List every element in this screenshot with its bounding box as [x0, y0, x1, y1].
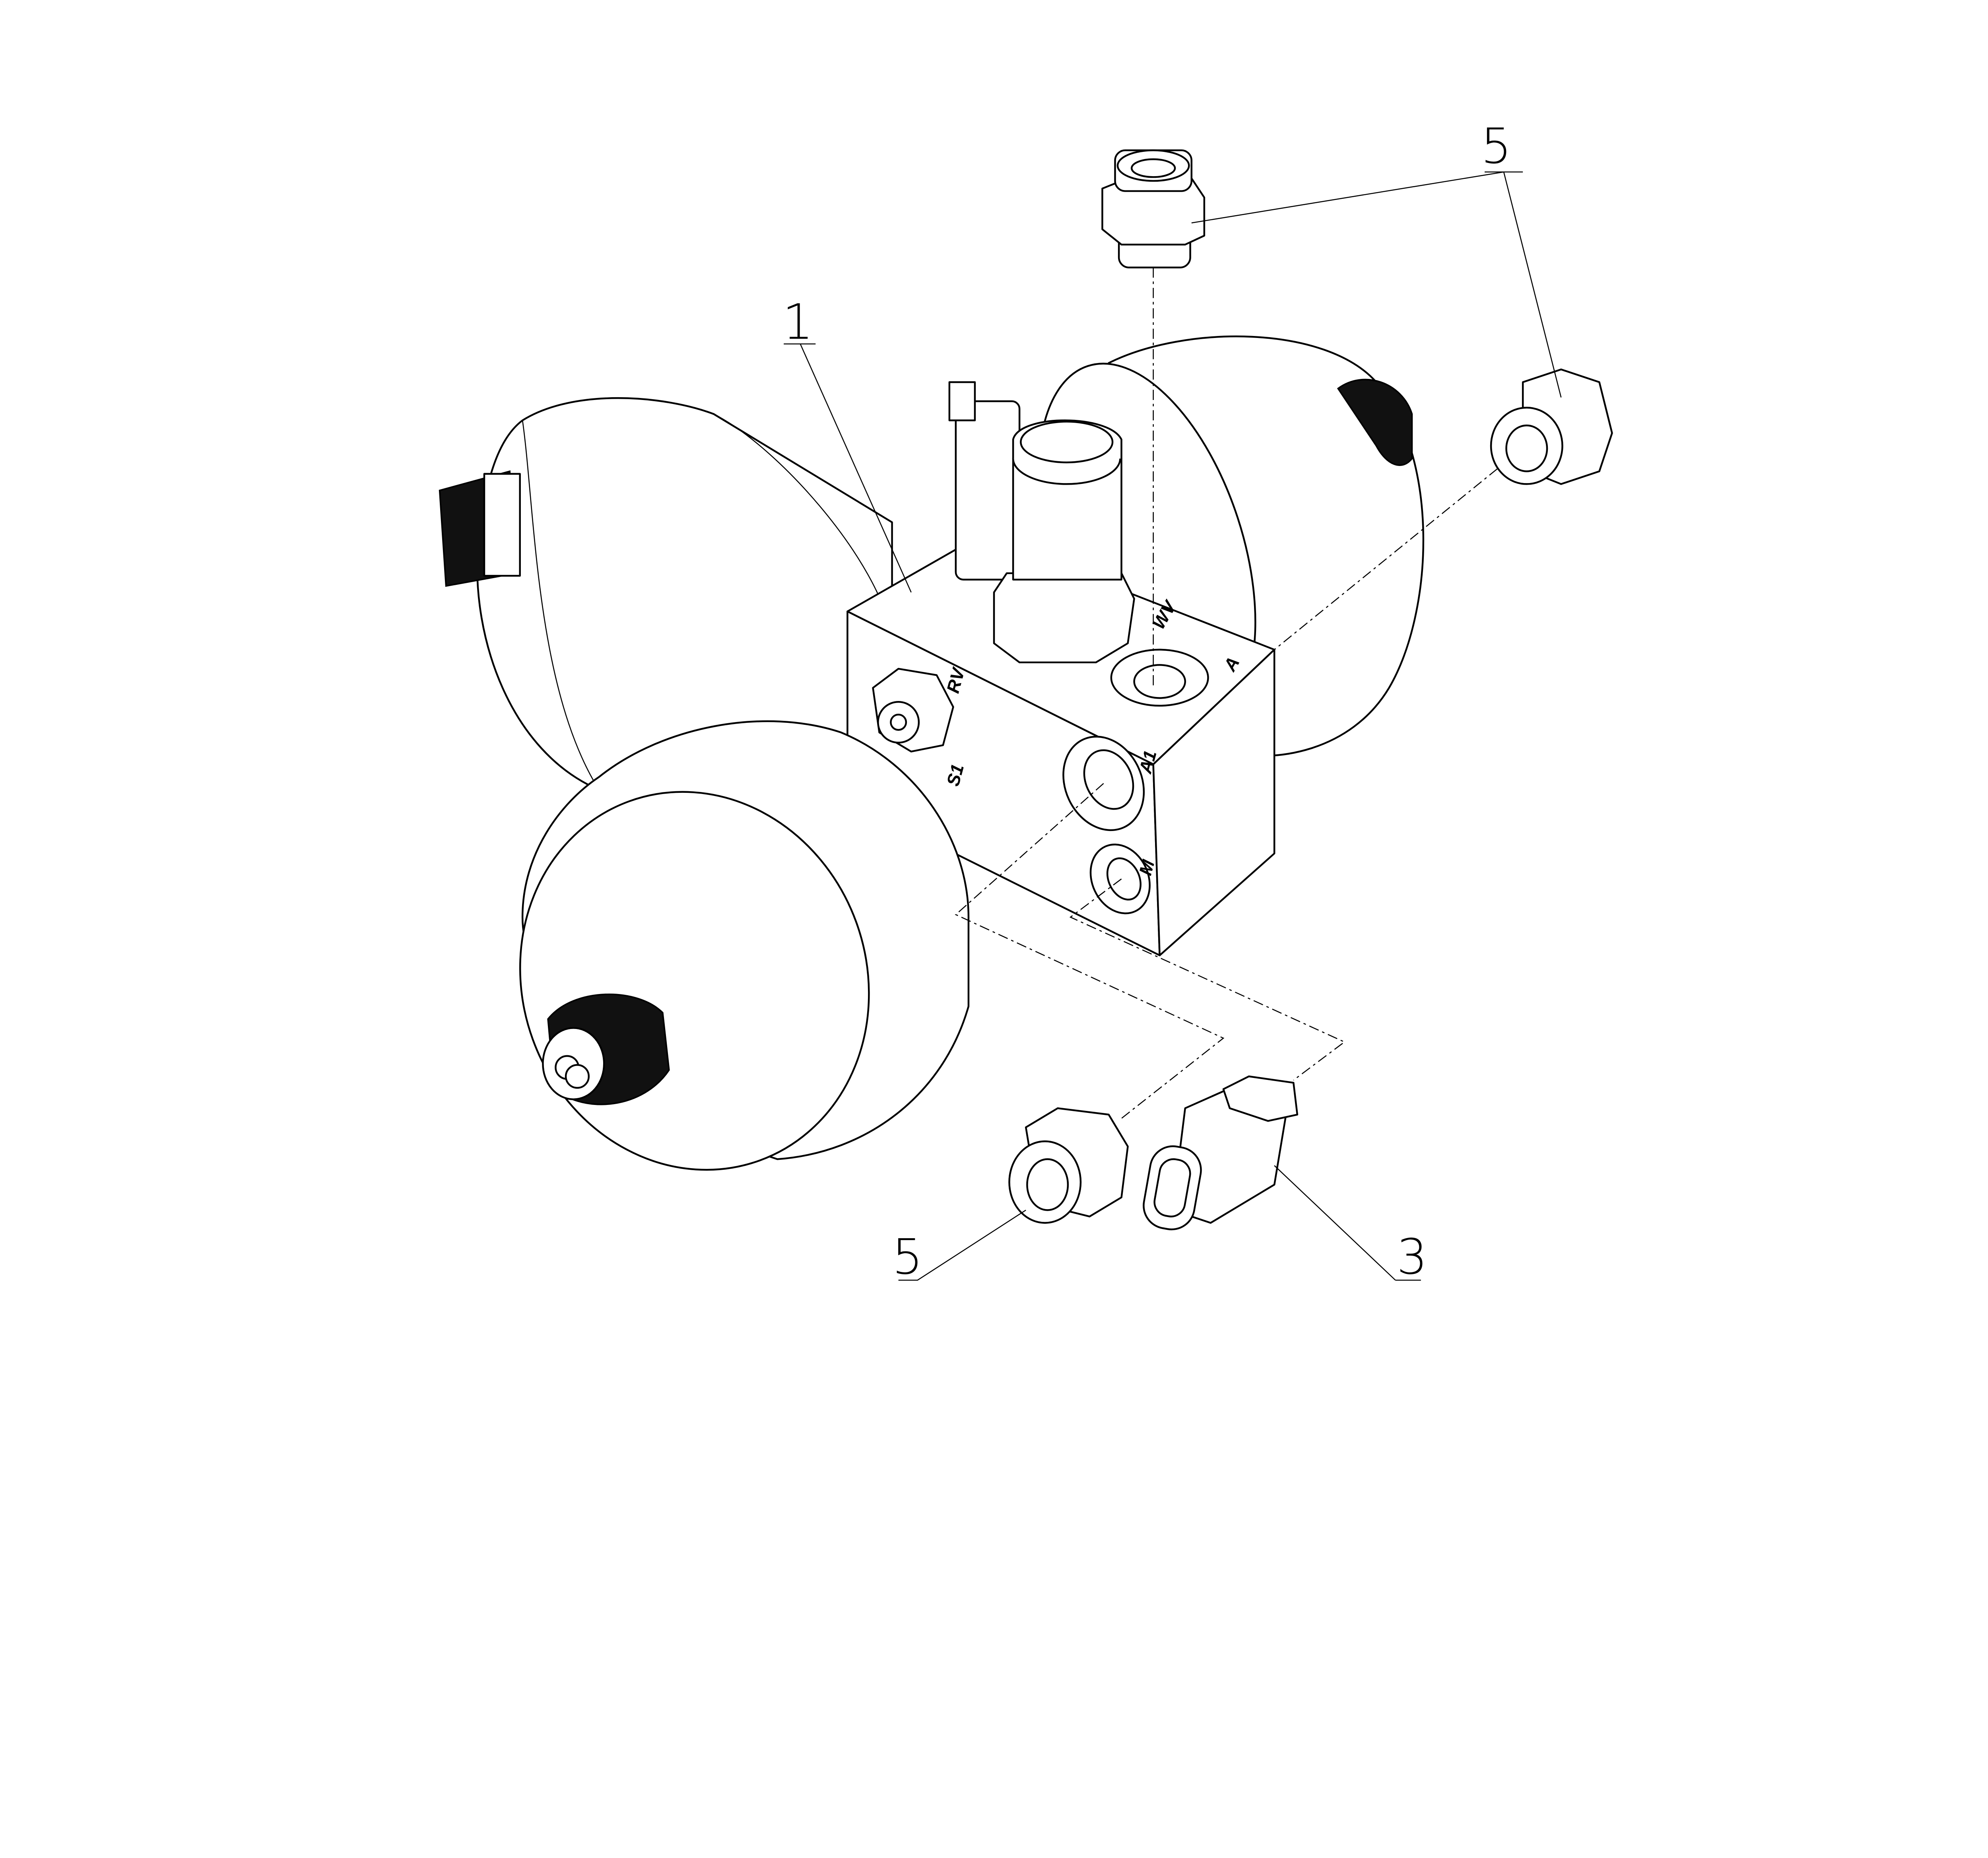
callout-1: 1 — [782, 294, 813, 350]
accumulator-front — [519, 720, 970, 1171]
fitting-right — [1490, 368, 1613, 485]
accumulator-back-left — [439, 397, 893, 810]
callout-5-top: 5 — [1481, 118, 1511, 175]
pressure-switch — [1143, 1075, 1299, 1231]
solenoid-valve — [948, 381, 1135, 664]
fitting-top — [1101, 149, 1206, 269]
fitting-bottom — [1008, 1107, 1129, 1224]
leader-lines — [784, 171, 1562, 1281]
block-right-face — [1152, 648, 1276, 957]
exploded-assembly-drawing: RV S1 WV A A1 M — [439, 118, 1613, 1285]
center-lines — [955, 267, 1498, 1119]
callout-3: 3 — [1397, 1229, 1427, 1285]
valve-block: RV S1 WV A A1 M — [846, 534, 1276, 957]
callout-5-bottom: 5 — [892, 1229, 923, 1285]
